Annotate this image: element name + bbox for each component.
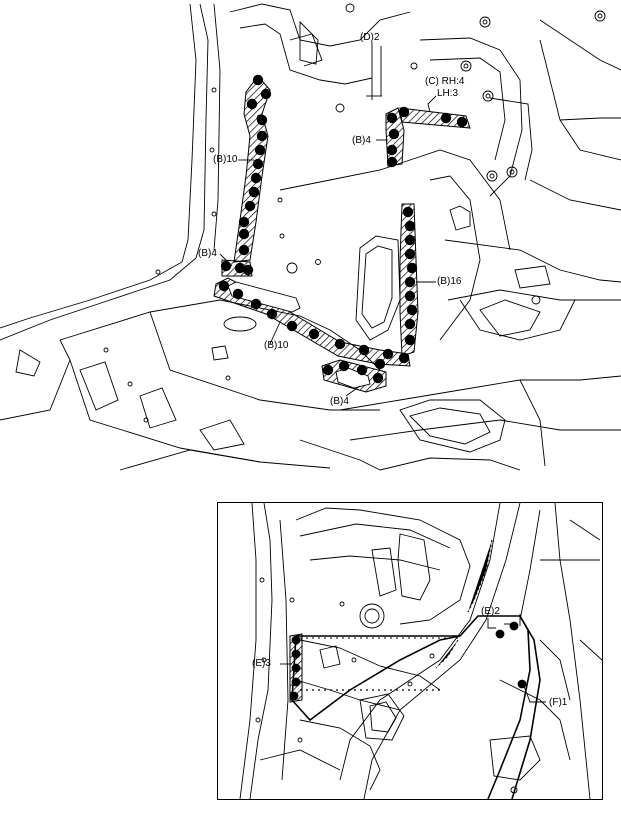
weld-spot xyxy=(406,262,418,274)
callout-b4-upper: (B)4 xyxy=(352,135,371,146)
callout-e2: (E)2 xyxy=(481,606,500,617)
weld-spot xyxy=(238,216,250,228)
callout-b10-left: (B)10 xyxy=(213,154,238,165)
weld-spot xyxy=(256,130,268,142)
weld-spot xyxy=(254,144,266,156)
weld-spot xyxy=(256,114,268,126)
weld-spot xyxy=(404,220,416,232)
weld-spot xyxy=(495,629,505,639)
weld-spot xyxy=(404,276,416,288)
weld-spot xyxy=(232,288,244,300)
weld-spot xyxy=(250,172,262,184)
weld-spot xyxy=(386,112,398,124)
weld-spot xyxy=(220,260,232,272)
callout-b16: (B)16 xyxy=(437,276,462,287)
weld-spot xyxy=(238,228,250,240)
weld-spot xyxy=(404,290,416,302)
callout-c-lh: LH:3 xyxy=(437,88,459,99)
callout-b4-bottom: (B)4 xyxy=(330,396,349,407)
weld-spot xyxy=(356,364,368,376)
weld-spot xyxy=(218,280,230,292)
weld-spot xyxy=(322,364,334,376)
weld-spot xyxy=(286,320,298,332)
weld-spot xyxy=(291,663,301,673)
callout-e3: (E)3 xyxy=(252,658,271,669)
weld-spot xyxy=(238,244,250,256)
callout-d2: (D)2 xyxy=(360,32,380,43)
weld-spot xyxy=(388,128,400,140)
weld-spot xyxy=(308,328,320,340)
inset-structure xyxy=(239,503,602,799)
weld-spot xyxy=(404,318,416,330)
weld-spot xyxy=(398,106,410,118)
weld-spot xyxy=(338,360,350,372)
callout-b4-left: (B)4 xyxy=(198,248,217,259)
weld-spot xyxy=(250,298,262,310)
weld-spot xyxy=(248,186,260,198)
weld-spot xyxy=(404,234,416,246)
weld-spot xyxy=(440,112,452,124)
weld-spot xyxy=(374,358,386,370)
weld-spot xyxy=(358,344,370,356)
inset-hatch-strips xyxy=(300,539,493,691)
weld-spot xyxy=(372,372,384,384)
callout-f1: (F)1 xyxy=(549,697,568,708)
weld-spot xyxy=(244,200,256,212)
weld-spot xyxy=(402,206,414,218)
callout-c-rh: (C) RH:4 xyxy=(425,76,465,87)
weld-spot xyxy=(246,98,258,110)
weld-spot xyxy=(404,248,416,260)
inset-frame xyxy=(217,502,603,800)
top-weld-spots xyxy=(218,74,468,384)
callout-b10-bottom: (B)10 xyxy=(264,340,289,351)
weld-spot xyxy=(382,348,394,360)
top-body-structure xyxy=(0,3,621,471)
weld-spot xyxy=(252,74,264,86)
weld-spot xyxy=(398,352,410,364)
weld-spot xyxy=(456,116,468,128)
weld-spot xyxy=(291,635,301,645)
weld-spot xyxy=(291,649,301,659)
weld-spot xyxy=(291,677,301,687)
top-leaders xyxy=(219,42,437,397)
weld-spot xyxy=(289,691,299,701)
weld-spot xyxy=(334,338,346,350)
weld-spot xyxy=(266,308,278,320)
inset-leaders xyxy=(280,614,546,703)
weld-spot xyxy=(242,264,254,276)
weld-spot xyxy=(386,144,398,156)
weld-spot xyxy=(404,334,416,346)
weld-spot xyxy=(260,88,272,100)
weld-spot xyxy=(252,158,264,170)
floor-slot xyxy=(227,281,301,313)
weld-spot xyxy=(406,304,418,316)
weld-spot xyxy=(234,262,246,274)
weld-spot xyxy=(386,156,398,168)
